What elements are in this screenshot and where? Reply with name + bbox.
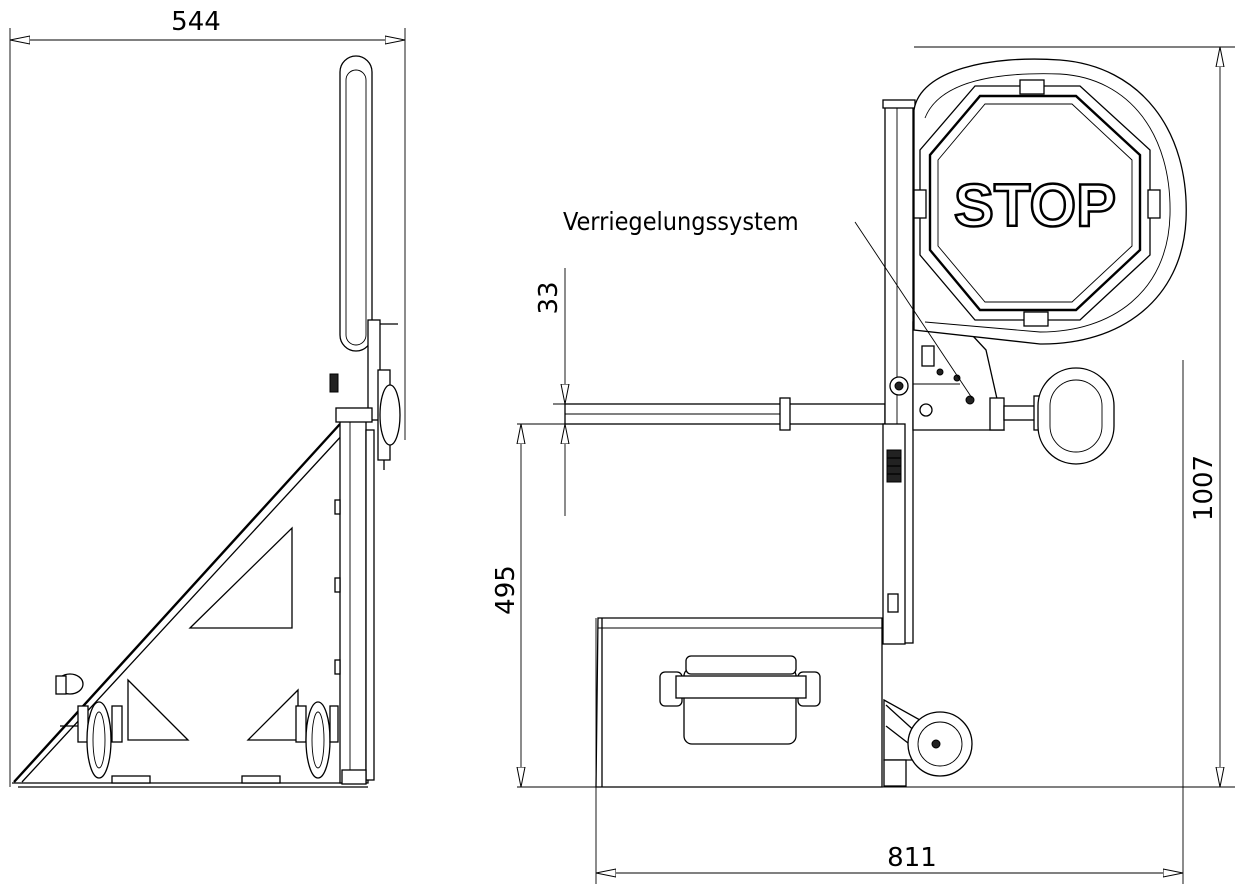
front-view: 1007 811 495 33 (491, 46, 1235, 884)
locking-system-label: Verriegelungssystem (563, 207, 799, 236)
dimension-544: 544 (171, 7, 221, 37)
stop-sign-text: STOP (954, 172, 1116, 239)
stop-sign: STOP (913, 58, 1187, 345)
dimension-33: 33 (534, 281, 564, 314)
dimension-495: 495 (491, 565, 521, 615)
wheel-left (60, 701, 123, 779)
dimension-1007: 1007 (1189, 455, 1219, 521)
front-wheel (883, 698, 973, 787)
dimension-811: 811 (887, 843, 937, 873)
side-view: 544 (9, 7, 406, 788)
storage-box (595, 617, 883, 788)
wheel-right (295, 701, 339, 779)
